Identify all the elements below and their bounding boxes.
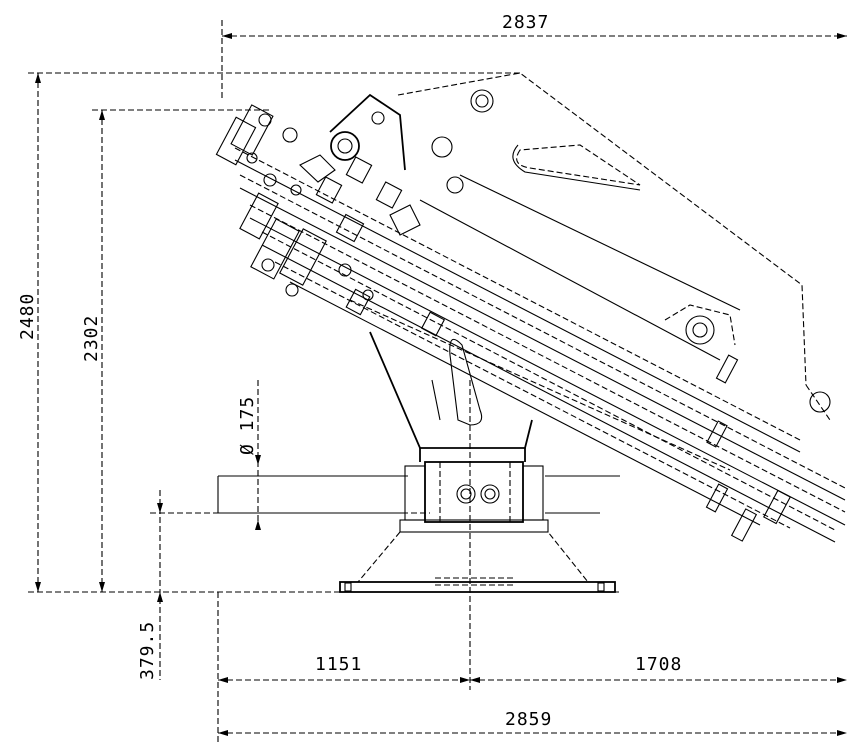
dim-base-height: 379.5 [137, 621, 158, 680]
crane-base [217, 331, 620, 593]
dim-top-width: 2837 [502, 12, 549, 33]
dimension-lines [28, 20, 847, 742]
dim-column-diameter: Ø 175 [237, 396, 258, 455]
crane-boom [215, 72, 846, 543]
dim-boom-height: 2302 [81, 315, 102, 362]
dim-left-width: 1151 [315, 654, 362, 675]
dim-bottom-width: 2859 [505, 709, 552, 730]
dim-right-width: 1708 [635, 654, 682, 675]
dim-overall-height: 2480 [17, 293, 38, 340]
